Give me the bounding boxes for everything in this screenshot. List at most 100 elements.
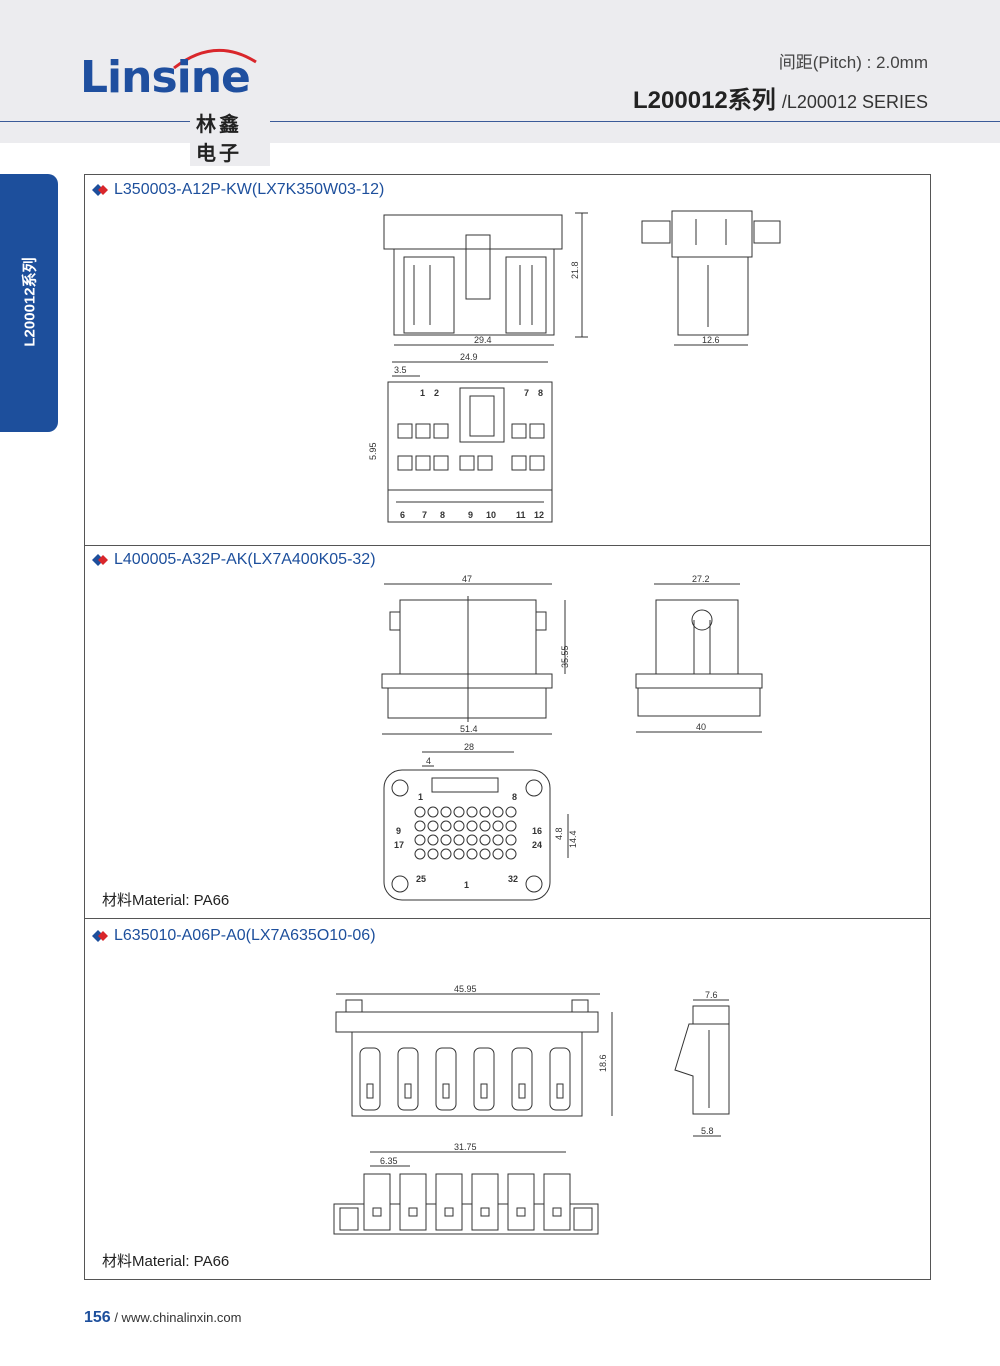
header-band: [0, 0, 1000, 143]
pin-cavity: [453, 834, 465, 846]
dim-rows: 14.4: [568, 830, 578, 848]
dim-width: 51.4: [460, 724, 478, 734]
pin-cavity: [414, 848, 426, 860]
logo-cn-name: 林鑫电子: [190, 108, 270, 166]
terminal-slot: [435, 1047, 457, 1111]
connector-side-view-1: 12.6: [641, 210, 781, 346]
pin-label: 8: [538, 388, 543, 398]
pin-cavity: [479, 834, 491, 846]
pin-cavity: [492, 834, 504, 846]
header-rule: [0, 121, 1000, 122]
connector-front-view-1: 29.4 21.8: [383, 212, 588, 346]
pin-cavity: [479, 848, 491, 860]
terminal-cell: [399, 1173, 427, 1231]
pin-cavity: [453, 848, 465, 860]
connector-side-view-3: 7.6 5.8: [674, 990, 730, 1137]
diamond-bullet-icon: [92, 930, 108, 942]
connector-top-view-3: 31.75 6.35: [333, 1142, 599, 1235]
page-number: 156: [84, 1309, 111, 1326]
diamond-bullet-icon: [92, 184, 108, 196]
dim-side: 12.6: [702, 335, 720, 345]
section-title-text: L400005-A32P-AK(LX7A400K05-32): [114, 551, 376, 568]
terminal-cell: [543, 1173, 571, 1231]
side-tab: [0, 174, 58, 432]
pin-cavity: [505, 806, 517, 818]
pin-label: 17: [394, 840, 404, 850]
pin-label: 1: [420, 388, 425, 398]
dim-top: 47: [462, 574, 472, 584]
pin-cavity: [466, 834, 478, 846]
pin-cavity: [440, 820, 452, 832]
terminal-mark: [372, 1207, 382, 1217]
dim-height: 18.6: [598, 1054, 608, 1072]
terminal-slot: [549, 1047, 571, 1111]
connector-front-view-3: 45.95 18.6: [335, 984, 613, 1117]
connector-pin-face-2: 28 4 4.8 14.4 1 8 9 16 17 24 25 32 1: [383, 742, 578, 901]
terminal-window: [556, 1083, 564, 1099]
terminal-window: [366, 1083, 374, 1099]
pin-label: 8: [440, 510, 445, 520]
pin-cavity: [492, 820, 504, 832]
pin-cavity: [466, 806, 478, 818]
pin-cavity: [427, 806, 439, 818]
terminal-cell: [435, 1173, 463, 1231]
terminal-mark: [444, 1207, 454, 1217]
dim-width: 45.95: [454, 984, 477, 994]
terminal-window: [442, 1083, 450, 1099]
material-note: 材料Material: PA66: [102, 892, 230, 909]
pin-cavity: [479, 820, 491, 832]
terminal-slot: [511, 1047, 533, 1111]
pin-label: 1: [418, 792, 423, 802]
pin-cavity: [440, 806, 452, 818]
pin-label: 16: [532, 826, 542, 836]
page-footer: 156 / www.chinalinxin.com: [84, 1309, 241, 1327]
terminal-mark: [408, 1207, 418, 1217]
dim-pitch-w: 28: [464, 742, 474, 752]
pin-label: 11: [516, 510, 526, 520]
dim-height: 35.55: [560, 645, 570, 668]
pin-cavity: [440, 834, 452, 846]
pin-label: 8: [512, 792, 517, 802]
dim-span: 31.75: [454, 1142, 477, 1152]
pin-label: 24: [532, 840, 542, 850]
side-tab-label: L200012系列: [21, 257, 39, 347]
pin-label: 12: [534, 510, 544, 520]
diamond-bullet-icon: [92, 554, 108, 566]
terminal-slot: [397, 1047, 419, 1111]
pitch-label: 间距(Pitch) : 2.0mm: [778, 53, 928, 72]
pin-label: 6: [400, 510, 405, 520]
connector-pin-face-1: 24.9 3.5 5.95 1 2 7 8 6 7 8 9 10 11 12: [368, 352, 553, 523]
pin-label: 10: [486, 510, 496, 520]
connector-side-view-2: 27.2 40: [635, 574, 763, 733]
section-title-1: L350003-A12P-KW(LX7K350W03-12): [92, 181, 384, 199]
pin-cavity: [466, 848, 478, 860]
dim-side-bottom: 5.8: [701, 1126, 714, 1136]
dim-pitch-s: 4: [426, 756, 431, 766]
pin-cavity: [492, 848, 504, 860]
terminal-cell: [507, 1173, 535, 1231]
section-title-text: L635010-A06P-A0(LX7A635O10-06): [114, 927, 376, 944]
dim-row-pitch: 5.95: [368, 442, 378, 460]
pin-cavity: [427, 834, 439, 846]
pin-label: 7: [524, 388, 529, 398]
pin-cavity: [505, 834, 517, 846]
pin-label: 9: [468, 510, 473, 520]
pin-cavity: [414, 834, 426, 846]
section-title-text: L350003-A12P-KW(LX7K350W03-12): [114, 181, 385, 198]
terminal-mark: [480, 1207, 490, 1217]
terminal-slot: [473, 1047, 495, 1111]
pin-label: 1: [464, 880, 469, 890]
pin-cavity: [427, 848, 439, 860]
material-note: 材料Material: PA66: [102, 1253, 230, 1270]
dim-pitch: 6.35: [380, 1156, 398, 1166]
dim-offset: 3.5: [394, 365, 407, 375]
content-frame: [84, 174, 931, 1280]
terminal-window: [404, 1083, 412, 1099]
terminal-slot: [359, 1047, 381, 1111]
section-title-2: L400005-A32P-AK(LX7A400K05-32): [92, 551, 376, 569]
series-en: /L200012 SERIES: [781, 92, 928, 112]
section-divider: [84, 918, 930, 919]
pin-cavity: [492, 806, 504, 818]
terminal-mark: [552, 1207, 562, 1217]
logo-text: Linsine: [80, 52, 251, 103]
